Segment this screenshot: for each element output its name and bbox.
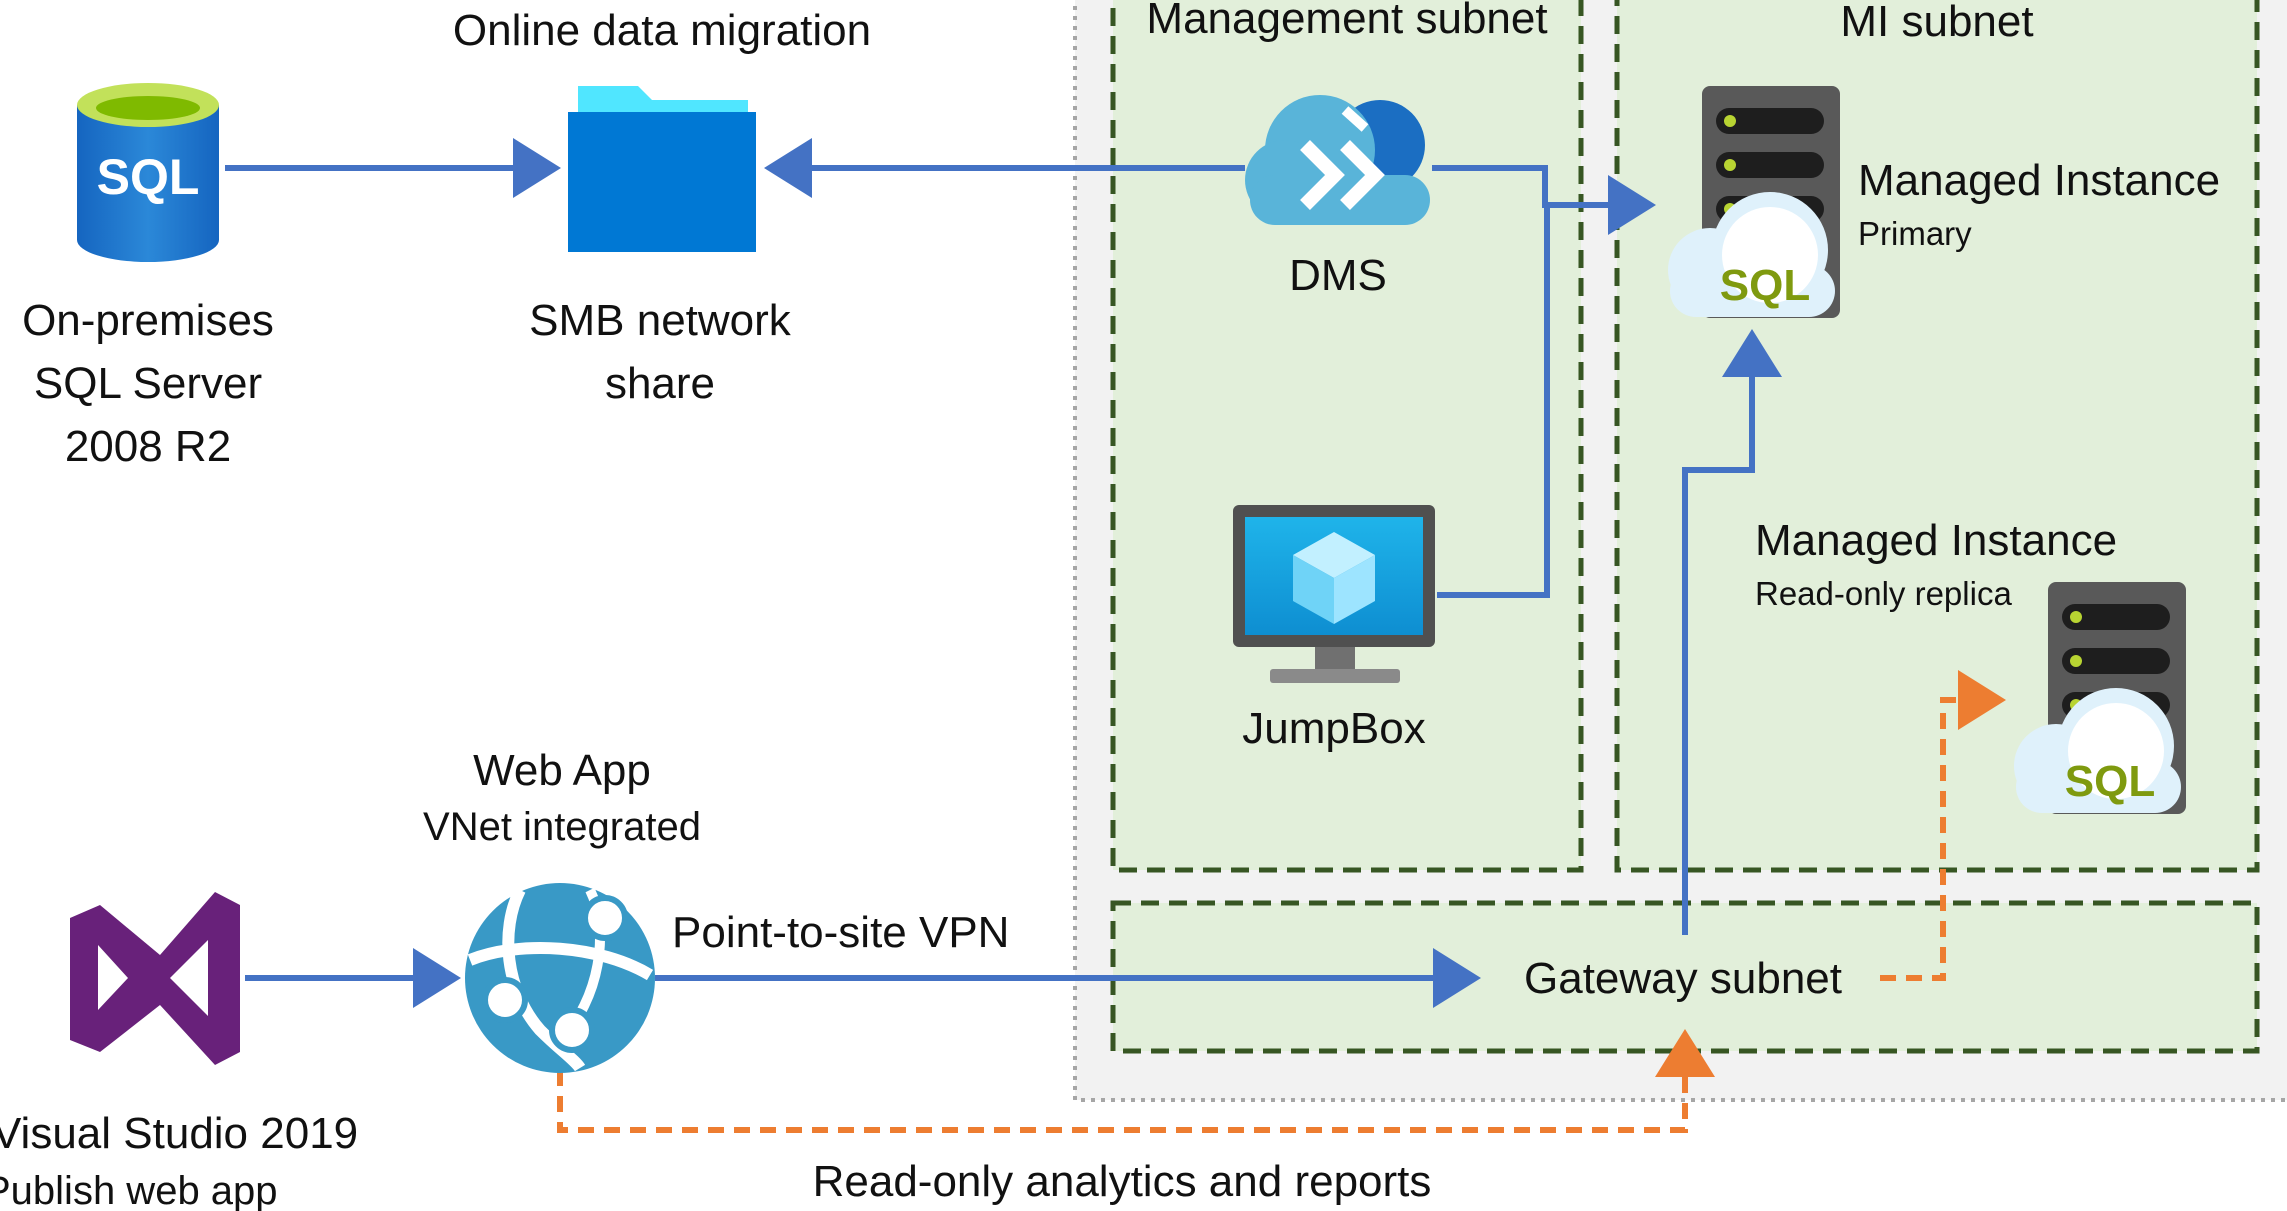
onprem-label-line3: 2008 R2 <box>65 422 231 471</box>
mi-replica-subtitle: Read-only replica <box>1755 575 2012 612</box>
gateway-subnet-label: Gateway subnet <box>1524 954 1842 1003</box>
smb-label-line2: share <box>605 359 715 408</box>
arrow-dms-to-mi <box>1432 165 1656 235</box>
onprem-label-line1: On-premises <box>22 296 274 345</box>
arrow-webapp-readonly <box>557 1029 1715 1133</box>
mi-subnet-label: MI subnet <box>1840 0 2033 46</box>
vs-subtitle: Publish web app <box>0 1169 278 1211</box>
webapp-title: Web App <box>473 746 651 795</box>
svg-text:SQL: SQL <box>2065 757 2155 806</box>
p2s-vpn-label: Point-to-site VPN <box>672 908 1009 957</box>
mi-primary-subtitle: Primary <box>1858 215 1972 252</box>
mi-primary-title: Managed Instance <box>1858 156 2220 205</box>
jumpbox-monitor-icon <box>1233 505 1435 683</box>
svg-text:SQL: SQL <box>1720 261 1810 310</box>
management-subnet-label: Management subnet <box>1146 0 1547 43</box>
webapp-subtitle: VNet integrated <box>423 805 701 849</box>
connectors <box>225 138 2006 1133</box>
vs-title: Visual Studio 2019 <box>0 1109 358 1158</box>
web-app-globe-icon <box>465 883 655 1073</box>
arrow-gateway-to-replica <box>1880 670 2006 981</box>
dms-label: DMS <box>1289 251 1387 300</box>
line-jumpbox-to-mi <box>1437 205 1550 598</box>
onprem-label-line2: SQL Server <box>34 359 262 408</box>
svg-text:SQL: SQL <box>97 149 200 205</box>
dms-cloud-icon <box>1245 95 1430 225</box>
smb-label-line1: SMB network <box>529 296 792 345</box>
migration-title: Online data migration <box>453 6 871 55</box>
analytics-label: Read-only analytics and reports <box>813 1157 1432 1206</box>
folder-icon <box>568 86 756 252</box>
sql-server-managed-instance-icon: SQL <box>2014 582 2186 814</box>
visual-studio-icon <box>70 892 240 1065</box>
arrow-gateway-to-mi <box>1682 329 1782 935</box>
sql-server-managed-instance-icon: SQL <box>1668 86 1840 318</box>
mi-replica-title: Managed Instance <box>1755 516 2117 565</box>
sql-database-icon: SQL <box>77 83 219 262</box>
jumpbox-label: JumpBox <box>1242 704 1425 753</box>
